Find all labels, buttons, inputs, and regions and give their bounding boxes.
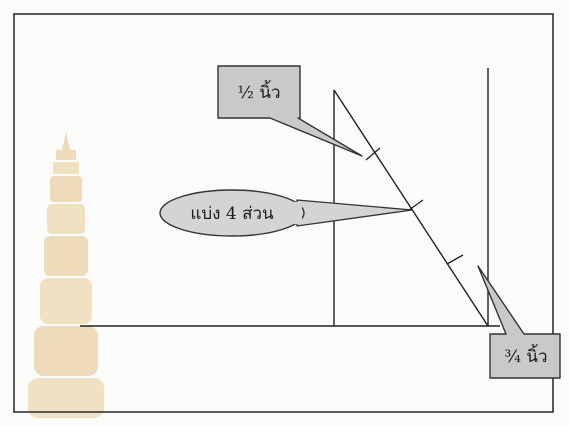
tick-mark: [365, 147, 381, 161]
callout-three-quarter-inch: [477, 265, 561, 379]
figure-frame: [13, 13, 554, 413]
tick-mark: [408, 199, 424, 211]
callout-half-inch: [217, 65, 363, 157]
temple-spire-watermark-icon: [28, 132, 104, 418]
callout-divide-four: [159, 189, 413, 237]
tick-mark: [446, 254, 464, 265]
